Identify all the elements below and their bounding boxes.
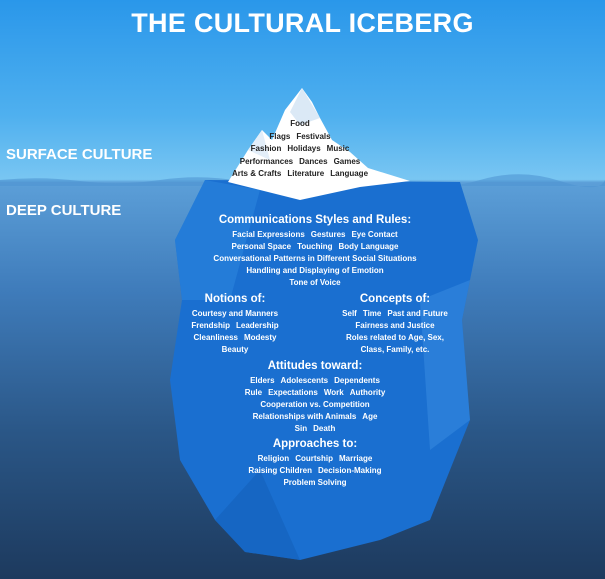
communications-line: Tone of Voice [180, 277, 450, 289]
concepts-item: Self [342, 309, 357, 318]
surface-item: Literature [287, 169, 325, 178]
surface-line: Fashion Holidays Music [200, 143, 400, 156]
sea-wave [0, 174, 605, 188]
communications-item: Tone of Voice [289, 278, 341, 287]
surface-line: Performances Dances Games [200, 156, 400, 169]
concepts-item: Fairness and Justice [355, 321, 435, 330]
communications-item: Facial Expressions [232, 230, 305, 239]
iceberg-facet [215, 470, 300, 560]
notions-item: Courtesy and Manners [191, 309, 279, 318]
approaches-heading: Approaches to: [272, 438, 358, 450]
surface-item: Fashion [250, 144, 282, 153]
communications-item: Handling and Displaying of Emotion [246, 266, 384, 275]
approaches-item: Decision-Making [317, 466, 382, 475]
attitudes-block: Attitudes toward: Elders Adolescents Depend… [215, 360, 415, 435]
notions-item: Frendship [191, 321, 230, 330]
attitudes-item: Expectations [268, 388, 318, 397]
concepts-heading: Concepts of: [359, 293, 431, 305]
surface-line: Food [200, 118, 400, 131]
surface-item: Games [333, 156, 361, 166]
approaches-item: Problem Solving [283, 478, 347, 487]
surface-item: Arts & Crafts [231, 169, 282, 178]
attitudes-line: Relationships with Animals Age [215, 411, 415, 423]
surface-line: Flags Festivals [200, 131, 400, 144]
communications-line: Personal Space Touching Body Language [180, 241, 450, 253]
communications-item: Conversational Patterns in Different Soc… [213, 254, 417, 263]
notions-item: Modesty [244, 333, 277, 342]
communications-line: Handling and Displaying of Emotion [180, 265, 450, 277]
surface-item: Language [330, 169, 369, 178]
surface-item: Festivals [296, 131, 331, 141]
attitudes-item: Adolescents [280, 376, 329, 385]
concepts-item: Class, Family, etc. [360, 345, 430, 354]
approaches-item: Religion [257, 454, 290, 463]
iceberg-tip-shade [248, 130, 270, 160]
concepts-line: Class, Family, etc. [330, 344, 460, 356]
iceberg-underwater [170, 180, 478, 560]
concepts-item: Roles related to Age, Sex, [346, 333, 444, 342]
approaches-line: Problem Solving [215, 477, 415, 489]
attitudes-item: Relationships with Animals [252, 412, 357, 421]
attitudes-item: Age [362, 412, 378, 421]
attitudes-item: Rule [244, 388, 263, 397]
communications-item: Personal Space [231, 242, 292, 251]
iceberg-facet [175, 180, 260, 300]
surface-item: Performances [239, 156, 294, 166]
surface-item: Dances [299, 156, 328, 166]
concepts-line: Fairness and Justice [330, 320, 460, 332]
surface-item: Flags [269, 131, 291, 141]
communications-item: Touching [297, 242, 333, 251]
notions-line: Cleanliness Modesty [180, 332, 290, 344]
communications-heading: Communications Styles and Rules: [218, 214, 412, 226]
communications-block: Communications Styles and Rules: Facial E… [180, 214, 450, 289]
notions-item: Cleanliness [193, 333, 238, 342]
surface-item: Holidays [287, 144, 321, 153]
communications-line: Conversational Patterns in Different Soc… [180, 253, 450, 265]
communications-line: Facial Expressions Gestures Eye Contact [180, 229, 450, 241]
attitudes-item: Dependents [334, 376, 380, 385]
attitudes-heading: Attitudes toward: [267, 360, 363, 372]
iceberg-facet [420, 280, 470, 450]
attitudes-item: Death [313, 424, 336, 433]
notions-item: Beauty [221, 345, 249, 354]
surface-item: Music [326, 144, 350, 153]
concepts-line: Self Time Past and Future [330, 308, 460, 320]
surface-culture-label: SURFACE CULTURE [6, 146, 153, 163]
attitudes-line: Sin Death [215, 423, 415, 435]
attitudes-line: Elders Adolescents Dependents [215, 375, 415, 387]
notions-line: Courtesy and Manners [180, 308, 290, 320]
notions-heading: Notions of: [204, 293, 266, 305]
attitudes-line: Rule Expectations Work Authority [215, 387, 415, 399]
approaches-item: Courtship [295, 454, 333, 463]
surface-item: Food [290, 119, 310, 128]
concepts-item: Past and Future [387, 309, 448, 318]
communications-item: Eye Contact [351, 230, 398, 239]
communications-item: Gestures [310, 230, 346, 239]
concepts-line: Roles related to Age, Sex, [330, 332, 460, 344]
attitudes-line: Cooperation vs. Competition [215, 399, 415, 411]
communications-item: Body Language [338, 242, 399, 251]
approaches-line: Raising Children Decision-Making [215, 465, 415, 477]
iceberg-tip-shade [290, 88, 320, 125]
notions-line: Frendship Leadership [180, 320, 290, 332]
approaches-line: Religion Courtship Marriage [215, 453, 415, 465]
attitudes-item: Authority [349, 388, 386, 397]
deep-culture-label: DEEP CULTURE [6, 202, 122, 219]
concepts-item: Time [362, 309, 382, 318]
approaches-item: Raising Children [248, 466, 312, 475]
iceberg-tip [228, 88, 410, 200]
attitudes-item: Cooperation vs. Competition [260, 400, 370, 409]
attitudes-item: Sin [294, 424, 308, 433]
surface-line: Arts & Crafts Literature Language [200, 168, 400, 181]
approaches-item: Marriage [338, 454, 373, 463]
page-title: THE CULTURAL ICEBERG [131, 8, 474, 38]
notions-line: Beauty [180, 344, 290, 356]
attitudes-item: Work [323, 388, 344, 397]
notions-item: Leadership [235, 321, 279, 330]
attitudes-item: Elders [250, 376, 275, 385]
